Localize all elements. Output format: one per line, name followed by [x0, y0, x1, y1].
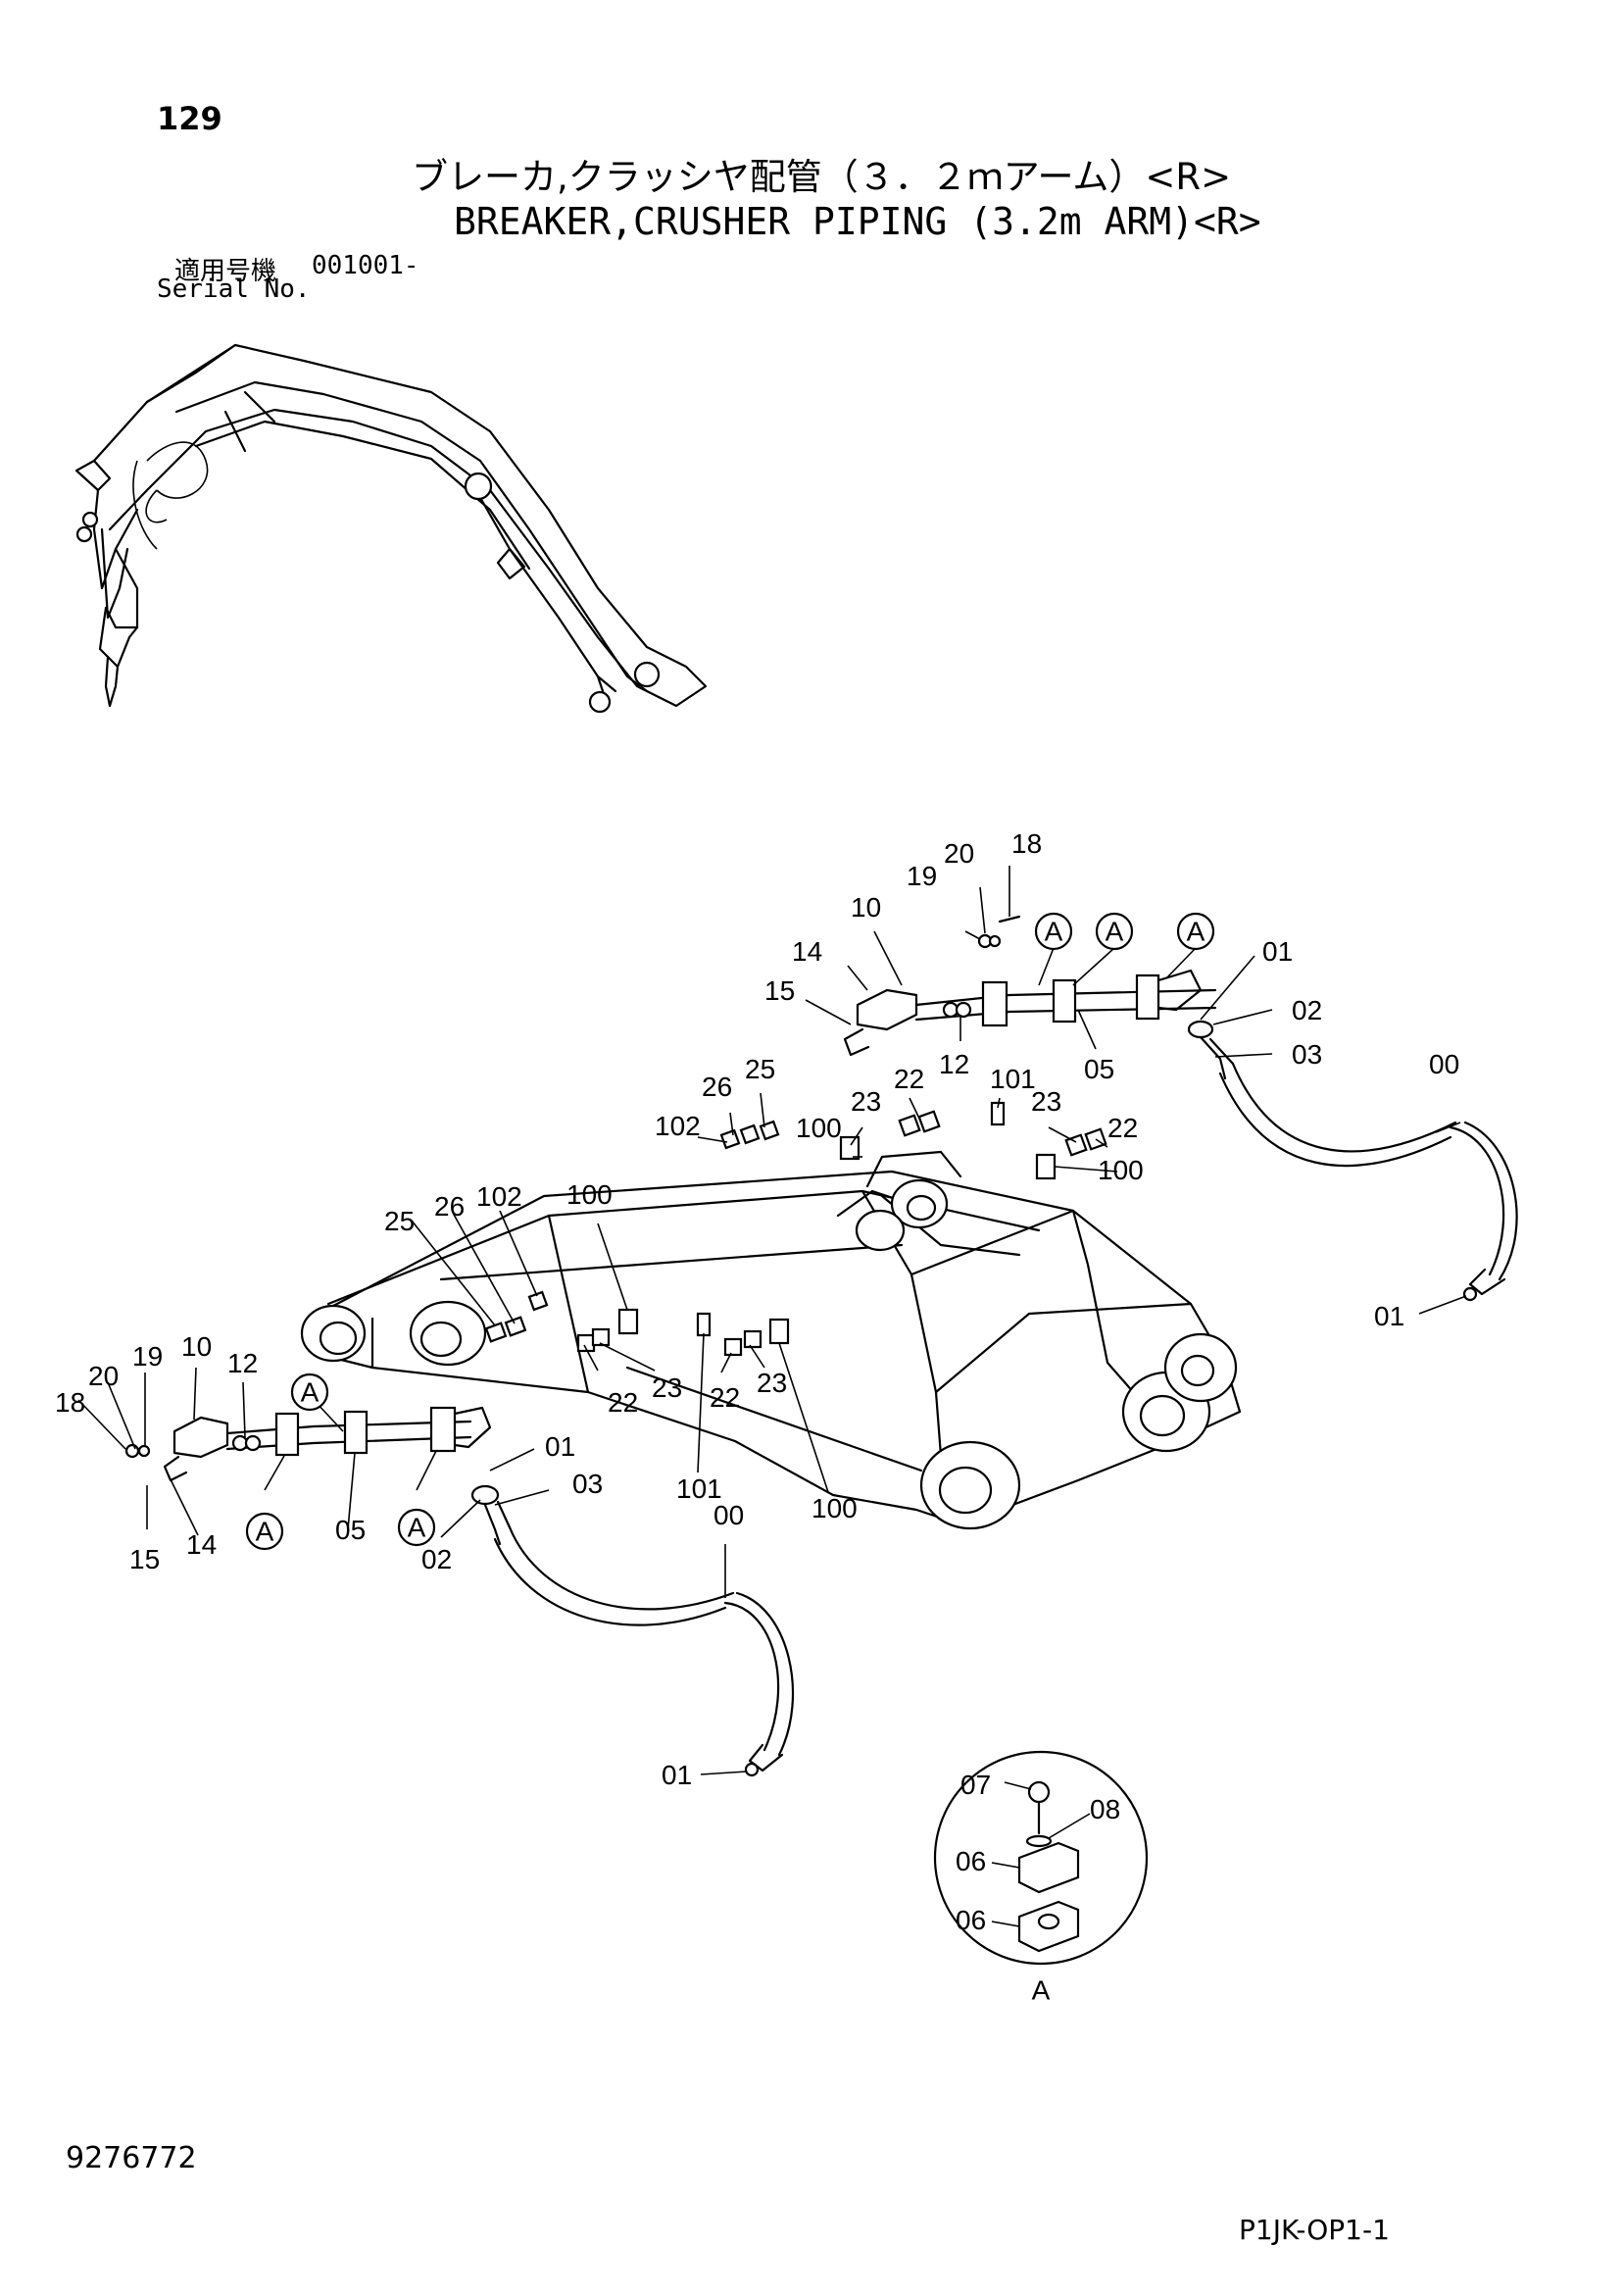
serial-label-english: Serial No. [157, 275, 311, 304]
detail-a-label: A [1032, 1975, 1051, 2006]
callout-label: 05 [335, 1515, 366, 1545]
callout-label: 10 [181, 1331, 212, 1362]
page-number: 129 [157, 100, 222, 137]
callout-label: 12 [939, 1049, 969, 1079]
callout-label: 23 [652, 1373, 682, 1403]
leader-lines [77, 866, 1467, 1927]
serial-label-japanese: 適用号機 [174, 257, 277, 286]
callout-label: 03 [1292, 1039, 1322, 1070]
callout-label: 26 [434, 1191, 465, 1222]
callout-label: 12 [227, 1348, 258, 1378]
detail-a-clamp [933, 1750, 1149, 1966]
callout-label: 23 [1031, 1086, 1061, 1117]
callout-label: 10 [851, 892, 881, 923]
callouts-clamps-mid: 25 26 102 100 22 23 22 23 101 100 [384, 1179, 858, 1523]
callout-label: 26 [702, 1072, 732, 1102]
callout-label: 00 [713, 1500, 744, 1530]
detail-a-references: A A A A A A [245, 912, 1215, 1551]
callout-label: 06 [956, 1846, 986, 1876]
callout-label: 08 [1090, 1794, 1120, 1824]
callout-label: 25 [745, 1054, 775, 1084]
callouts-top-assembly: 18 20 19 10 14 15 12 05 01 02 03 00 01 [764, 828, 1459, 1331]
callout-label: 102 [476, 1181, 522, 1212]
main-arm-illustration [300, 1150, 1242, 1530]
left-pipe-assembly [124, 1406, 795, 1777]
serial-number-value: 001001- [312, 251, 419, 280]
callout-label: 07 [960, 1770, 991, 1800]
callout-label: 22 [710, 1382, 740, 1413]
callout-label: 20 [88, 1361, 119, 1391]
callout-label: 01 [545, 1431, 575, 1462]
callout-label: 01 [662, 1760, 692, 1790]
callout-label: 100 [566, 1179, 613, 1210]
callout-label: 102 [655, 1111, 701, 1141]
top-pipe-assembly [843, 915, 1518, 1302]
callout-label: 19 [132, 1341, 163, 1372]
callout-label: 22 [608, 1387, 638, 1418]
overview-arm-illustration [74, 343, 708, 714]
callout-label: 18 [1011, 828, 1042, 859]
arm-clamp-blocks [484, 1101, 1107, 1357]
callout-label: 100 [1098, 1155, 1144, 1185]
callout-label: 06 [956, 1905, 986, 1935]
callout-label: 101 [676, 1473, 722, 1504]
document-number: 9276772 [66, 2141, 197, 2175]
ref-a-marker: A [1045, 917, 1063, 947]
callout-label: 15 [129, 1544, 160, 1574]
callout-label: 14 [186, 1529, 217, 1560]
callout-label: 25 [384, 1206, 415, 1236]
callout-label: 100 [796, 1113, 842, 1143]
callout-label: 00 [1429, 1049, 1459, 1079]
callouts-clamps-top: 26 25 102 22 23 101 23 22 100 100 [655, 1054, 1144, 1185]
callout-label: 02 [1292, 995, 1322, 1025]
ref-a-marker: A [1106, 917, 1124, 947]
callouts-left-assembly: 18 20 19 10 12 14 15 05 01 03 02 00 01 [55, 1331, 744, 1790]
callout-label: 05 [1084, 1054, 1114, 1084]
title-english: BREAKER,CRUSHER PIPING (3.2m ARM)<R> [454, 200, 1261, 243]
callout-label: 20 [944, 838, 974, 869]
ref-a-marker: A [256, 1517, 274, 1547]
callout-label: 101 [990, 1064, 1036, 1094]
ref-a-marker: A [301, 1377, 320, 1408]
callout-label: 100 [812, 1493, 858, 1523]
callout-label: 23 [851, 1086, 881, 1117]
title-japanese: ブレーカ,クラッシヤ配管（３．２ｍアーム）<R> [412, 156, 1232, 198]
callout-label: 22 [1107, 1113, 1138, 1143]
callout-label: 22 [894, 1064, 924, 1094]
callout-label: 02 [421, 1544, 452, 1574]
callout-label: 03 [572, 1469, 603, 1499]
ref-a-marker: A [408, 1513, 426, 1543]
page-code: P1JK-OP1-1 [1239, 2214, 1390, 2246]
callout-label: 18 [55, 1387, 85, 1418]
callout-label: 01 [1374, 1301, 1404, 1331]
ref-a-marker: A [1187, 917, 1205, 947]
callout-label: 19 [907, 861, 937, 891]
callout-label: 01 [1262, 936, 1293, 967]
callout-label: 15 [764, 975, 795, 1006]
callout-label: 14 [792, 936, 822, 967]
callout-label: 23 [757, 1368, 787, 1398]
callouts-detail-a: 07 08 06 06 A [956, 1770, 1120, 2006]
